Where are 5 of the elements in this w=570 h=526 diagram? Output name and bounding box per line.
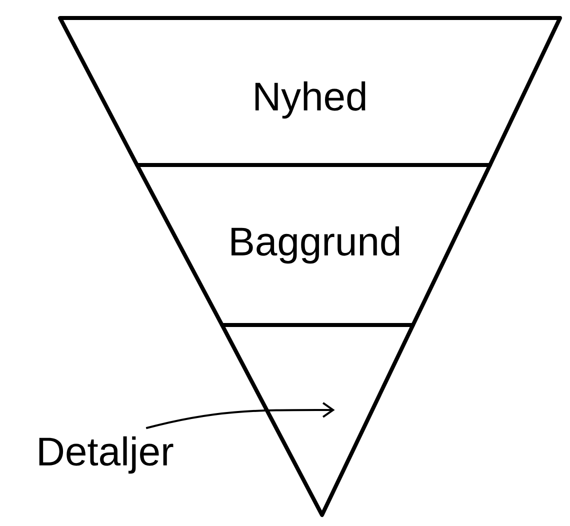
text-label: Detaljer xyxy=(39,436,174,474)
funnel-band: Nyhed xyxy=(58,16,562,167)
funnel-tip xyxy=(220,322,415,517)
arrow xyxy=(146,402,335,430)
funnel-band: Baggrund xyxy=(135,163,492,327)
